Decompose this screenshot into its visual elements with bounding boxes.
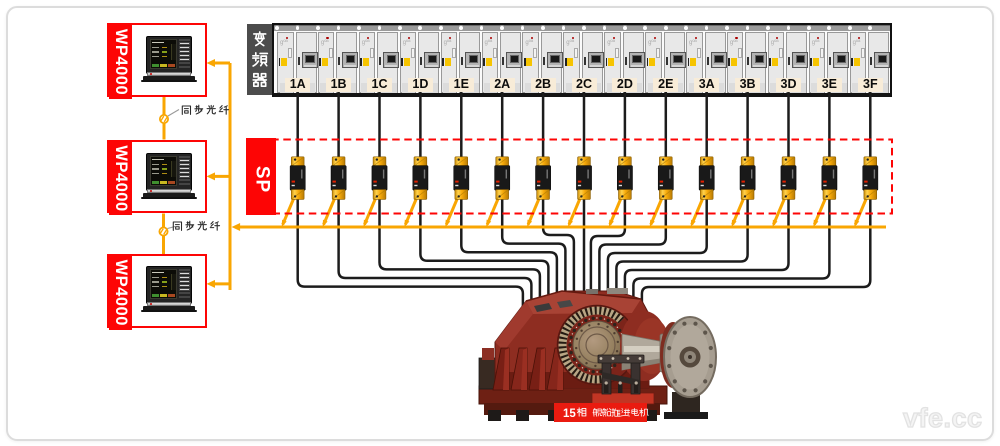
svg-text:15: 15 <box>563 408 576 420</box>
